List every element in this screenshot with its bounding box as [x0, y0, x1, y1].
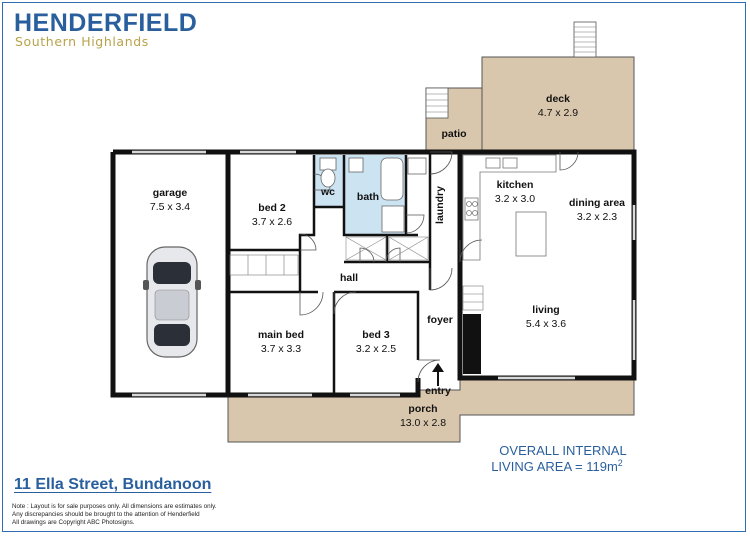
- room-name-entry: entry: [425, 385, 451, 397]
- room-dims-porch: 13.0 x 2.8: [400, 417, 446, 429]
- room-dims-deck: 4.7 x 2.9: [538, 107, 578, 119]
- room-dims-main-bed: 3.7 x 3.3: [261, 343, 301, 355]
- room-name-hall: hall: [340, 272, 358, 284]
- room-dims-dining: 3.2 x 2.3: [577, 211, 617, 223]
- room-name-garage: garage: [153, 187, 188, 199]
- room-name-main-bed: main bed: [258, 329, 304, 341]
- room-name-bath: bath: [357, 191, 379, 203]
- room-name-patio: patio: [441, 128, 466, 140]
- room-dims-kitchen: 3.2 x 3.0: [495, 193, 535, 205]
- overall-area-line2: LIVING AREA = 119m2: [491, 458, 623, 474]
- room-name-deck: deck: [546, 93, 570, 105]
- room-dims-bed2: 3.7 x 2.6: [252, 216, 292, 228]
- room-name-bed2: bed 2: [258, 202, 286, 214]
- brand-tagline: Southern Highlands: [15, 34, 149, 49]
- room-name-dining: dining area: [569, 197, 625, 209]
- bathroom-fixtures: [319, 157, 427, 233]
- room-name-living: living: [532, 304, 559, 316]
- overall-area-value: LIVING AREA = 119m: [491, 459, 618, 474]
- kitchen-fixtures: [462, 154, 557, 261]
- patio-stairs: [425, 87, 449, 119]
- interior-walls: [228, 152, 432, 395]
- brand-logo: HENDERFIELD: [14, 9, 198, 37]
- deck-stairs: [573, 21, 597, 58]
- room-dims-garage: 7.5 x 3.4: [150, 201, 190, 213]
- overall-area-line1: OVERALL INTERNAL: [499, 443, 626, 458]
- room-dims-bed3: 3.2 x 2.5: [356, 343, 396, 355]
- room-name-porch: porch: [408, 403, 437, 415]
- room-name-bed3: bed 3: [362, 329, 390, 341]
- room-dims-living: 5.4 x 3.6: [526, 318, 566, 330]
- disclaimer-line-3: All drawings are Copyright ABC Photosign…: [12, 519, 135, 526]
- room-name-kitchen: kitchen: [497, 179, 534, 191]
- car-icon: [143, 246, 201, 358]
- disclaimer-line-2: Any discrepancies should be brought to t…: [12, 511, 200, 518]
- fireplace: [463, 314, 481, 374]
- room-name-laundry: laundry: [434, 186, 446, 224]
- room-name-foyer: foyer: [427, 314, 453, 326]
- property-address: 11 Ella Street, Bundanoon: [14, 476, 212, 493]
- overall-area-unit-sup: 2: [618, 458, 623, 468]
- room-name-wc: wc: [320, 186, 335, 198]
- disclaimer-line-1: Note : Layout is for sale purposes only.…: [12, 503, 217, 510]
- entry-arrow-icon: [432, 363, 444, 386]
